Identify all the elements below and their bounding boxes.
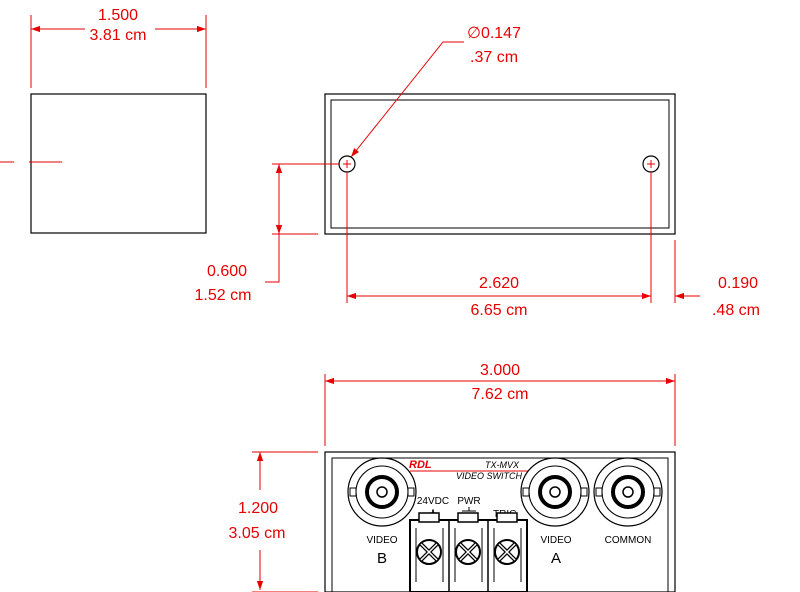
video-a-label: VIDEO xyxy=(540,535,571,546)
terminal-pwr-label: PWR xyxy=(457,496,480,507)
terminal-screw-24vdc[interactable] xyxy=(416,539,442,565)
video-b-letter: B xyxy=(377,550,387,567)
front-panel: RDL TX-MVX VIDEO SWITCH xyxy=(324,451,676,592)
terminal-24vdc-label: 24VDC xyxy=(417,496,449,507)
edge-offset-cm: .48 cm xyxy=(712,302,760,319)
terminal-block xyxy=(409,512,528,592)
front-height-dimension: 1.200 3.05 cm xyxy=(229,451,318,592)
edge-offset-inches: 0.190 xyxy=(718,275,758,292)
top-view xyxy=(324,93,676,235)
hole-diameter-cm: .37 cm xyxy=(470,49,518,66)
hole-height-dimension: 0.600 1.52 cm xyxy=(195,163,340,304)
side-view xyxy=(0,93,207,234)
hole-diameter-inches: ∅0.147 xyxy=(467,25,521,42)
hole-spacing-cm: 6.65 cm xyxy=(471,302,528,319)
front-panel-outline-inner xyxy=(331,457,669,592)
brand-logo-text: RDL xyxy=(409,459,432,471)
bnc-connector-video-b[interactable] xyxy=(347,457,417,527)
hole-diameter-leader xyxy=(350,41,464,158)
front-width-inches: 3.000 xyxy=(480,362,520,379)
front-width-dimension: 3.000 7.62 cm xyxy=(324,362,676,446)
common-label: COMMON xyxy=(605,535,652,546)
edge-offset-dimension: 0.190 .48 cm xyxy=(674,240,760,319)
hole-spacing-dimension: 2.620 6.65 cm xyxy=(346,172,652,319)
side-width-dimension: 1.500 3.81 cm xyxy=(30,7,207,88)
top-view-outline-outer xyxy=(324,93,676,235)
hole-height-cm: 1.52 cm xyxy=(195,287,252,304)
model-description: VIDEO SWITCH xyxy=(456,471,523,481)
terminal-screw-trig[interactable] xyxy=(494,539,520,565)
front-height-cm: 3.05 cm xyxy=(229,525,286,542)
front-height-inches: 1.200 xyxy=(238,500,278,517)
terminal-screw-pwr[interactable] xyxy=(455,539,481,565)
model-name: TX-MVX xyxy=(485,460,520,470)
bnc-connector-common[interactable] xyxy=(593,457,663,527)
hole-height-inches: 0.600 xyxy=(207,263,247,280)
side-width-cm: 3.81 cm xyxy=(90,27,147,44)
bnc-connector-video-a[interactable] xyxy=(520,457,590,527)
video-a-letter: A xyxy=(551,550,561,567)
side-width-inches: 1.500 xyxy=(98,7,138,24)
side-view-outline xyxy=(30,93,207,234)
video-b-label: VIDEO xyxy=(366,535,397,546)
front-panel-outline-outer xyxy=(324,451,676,592)
hole-height-leader xyxy=(265,234,280,283)
hole-diameter-dimension: ∅0.147 .37 cm xyxy=(350,25,521,158)
front-width-cm: 7.62 cm xyxy=(472,386,529,403)
hole-spacing-inches: 2.620 xyxy=(479,275,519,292)
